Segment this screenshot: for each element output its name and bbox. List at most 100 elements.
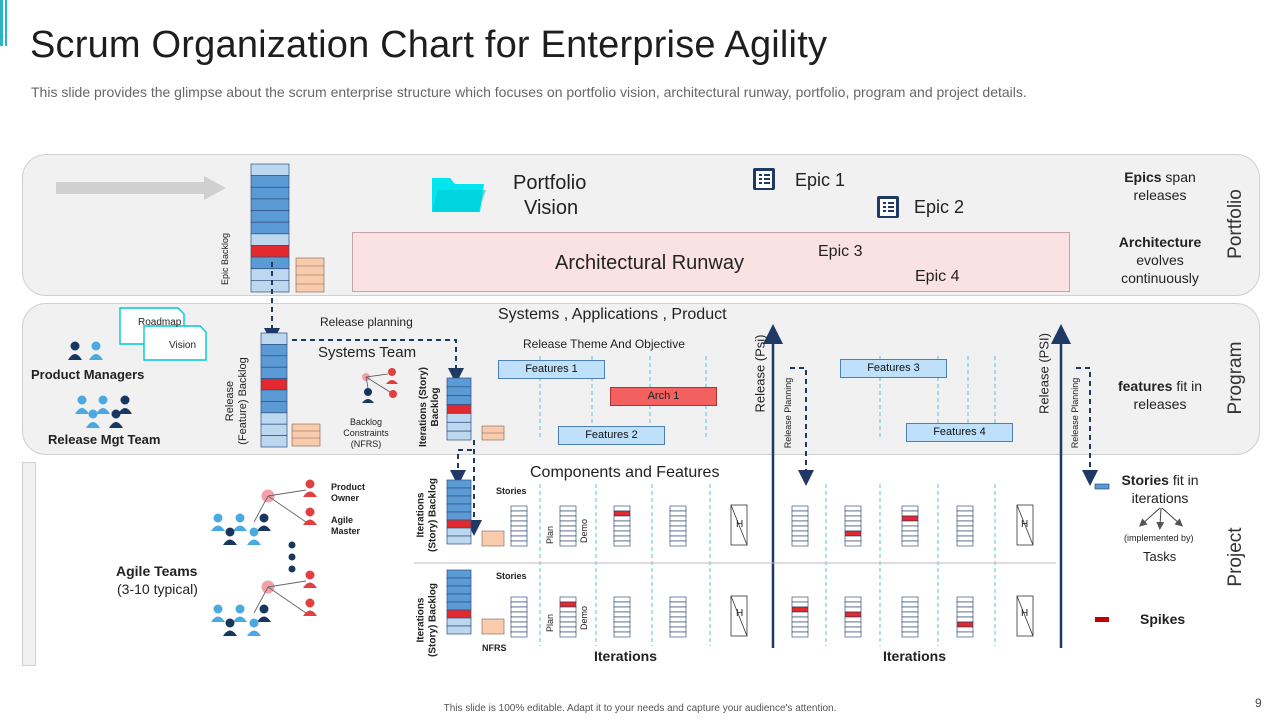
story-cell — [791, 510, 809, 517]
stories-note: Stories fit in iterations — [1100, 471, 1220, 507]
story-cell — [791, 535, 809, 542]
agile-teams-label: Agile Teams — [116, 563, 198, 579]
person-icon — [120, 395, 130, 405]
release-stack-cell — [260, 355, 288, 368]
story-cell — [791, 611, 809, 618]
release-stack-cell — [260, 378, 288, 391]
accent-bar — [0, 0, 3, 46]
release-stack-cell — [260, 366, 288, 379]
epic-stack-cell — [250, 256, 290, 270]
epics-note-rest: span — [1161, 169, 1196, 185]
footer-note: This slide is 100% editable. Adapt it to… — [443, 703, 837, 714]
story-cell — [956, 616, 974, 623]
release-backlog-line2: (Feature) Backlog — [237, 357, 249, 445]
clipboard-icon-epic1 — [753, 168, 775, 190]
portfolio-vision-line2: Vision — [524, 197, 579, 219]
story-cell — [669, 611, 687, 618]
iterations-story-backlog-label: Iterations (Story) Backlog — [418, 362, 442, 452]
epic-stack-cell — [250, 186, 290, 200]
release-planning-label: Release planning — [320, 315, 413, 329]
people-icons — [68, 341, 132, 428]
architecture-note-bold: Architecture — [1118, 234, 1202, 250]
team-member-body — [233, 525, 247, 531]
story-cell — [956, 530, 974, 537]
story-cell — [510, 616, 528, 623]
runway-label: Architectural Runway — [555, 252, 744, 274]
story-cell — [669, 520, 687, 527]
team-member-body — [211, 616, 225, 622]
plan-label-2: Plan — [545, 614, 555, 633]
project-backlog-stack-cell — [446, 487, 472, 497]
story-cell — [901, 596, 919, 603]
person-icon-body — [96, 408, 110, 414]
release-planning-vertical-2: Release Planning — [1070, 377, 1080, 449]
iterations-backlog-line2: Backlog — [430, 387, 441, 427]
project-backlog-stack-cell — [446, 577, 472, 587]
features2-box: Features 2 — [558, 426, 665, 445]
team-member-body — [303, 610, 317, 616]
team-member-icon — [259, 513, 269, 523]
epic1-label: Epic 1 — [795, 170, 846, 190]
story-cell — [669, 530, 687, 537]
person-icon-body — [68, 354, 82, 360]
epic-stack-cell — [250, 233, 290, 246]
plan-label-1: Plan — [545, 526, 555, 545]
release-planning-arrow — [292, 339, 464, 384]
agile-master-line2: Master — [331, 526, 361, 536]
story-cell — [956, 601, 974, 608]
story-cell — [956, 515, 974, 522]
systems-team-icon — [362, 368, 398, 403]
continuation-dot — [288, 553, 296, 561]
release-theme-label: Release Theme And Objective — [523, 337, 685, 351]
story-cell — [901, 520, 919, 527]
agile-teams-sub: (3-10 typical) — [117, 581, 198, 597]
team-member-body — [303, 582, 317, 588]
product-owner-line2: Owner — [331, 493, 360, 503]
story-cell — [844, 520, 862, 527]
story-cell — [613, 621, 631, 628]
story-cell — [956, 606, 974, 613]
team-member-body — [303, 519, 317, 525]
continuation-dot — [288, 541, 296, 549]
person-icon — [98, 395, 108, 405]
story-cell — [791, 525, 809, 532]
product-managers-label: Product Managers — [31, 367, 145, 382]
nfrs-label: NFRS — [482, 643, 507, 653]
story-cell — [669, 616, 687, 623]
project-backlog-stack-cell — [446, 519, 472, 529]
iteration-stack-cell — [446, 413, 472, 423]
story-cell — [613, 505, 631, 512]
story-cell — [901, 626, 919, 633]
story-cell — [791, 515, 809, 522]
project-backlog-stack-cell — [446, 617, 472, 627]
story-cell — [669, 525, 687, 532]
story-cell — [559, 510, 577, 517]
project-backlog-stack-cell — [446, 593, 472, 603]
team-member-icon — [235, 604, 245, 614]
story-cell — [669, 510, 687, 517]
story-cell — [669, 515, 687, 522]
stories-label-2: Stories — [496, 571, 527, 581]
person-icon — [70, 341, 80, 351]
epic3-label: Epic 3 — [818, 243, 863, 260]
story-cell — [613, 601, 631, 608]
features-note-line2: releases — [1133, 396, 1187, 412]
team-member-body — [257, 525, 271, 531]
story-cell — [901, 540, 919, 547]
iter-backlog-2-line2: (Story) Backlog — [427, 583, 439, 657]
story-cell — [956, 520, 974, 527]
story-cell — [559, 596, 577, 603]
product-owner-line1: Product — [331, 482, 366, 492]
team-member-icon — [213, 513, 223, 523]
story-cell — [559, 606, 577, 613]
release-backlog-line1: Release — [224, 380, 236, 422]
team-member-icon — [249, 527, 259, 537]
project-backlog-stack-cell — [446, 535, 472, 545]
release-psi-label-1: Release (Psi) — [752, 334, 768, 413]
architecture-note: Architecture evolves continuously — [1100, 233, 1220, 287]
story-cell — [844, 540, 862, 547]
story-cell — [559, 520, 577, 527]
release-stack-cell — [260, 435, 288, 448]
story-cell — [669, 505, 687, 512]
